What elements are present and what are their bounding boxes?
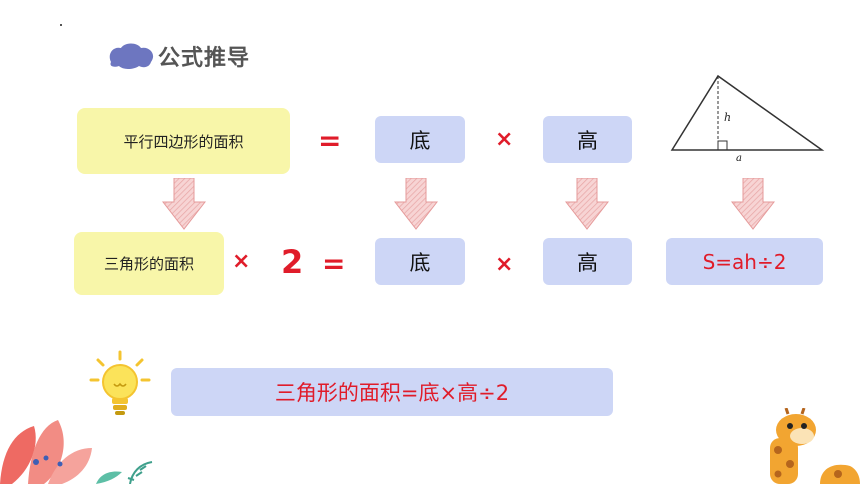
lightbulb-icon	[89, 350, 151, 415]
triangle-h-label: h	[724, 111, 731, 124]
base-label-row2: 底	[409, 250, 431, 275]
conclusion-box: 三角形的面积=底×高÷2	[171, 368, 613, 416]
parallelogram-area-box: 平行四边形的面积	[77, 108, 290, 174]
base-box-row2: 底	[375, 238, 465, 285]
base-box-row1: 底	[375, 116, 465, 163]
section-title: 公式推导	[158, 46, 251, 71]
times-sign-row2: ×	[232, 249, 251, 274]
down-arrow-icon	[565, 178, 609, 230]
times-sign-row2b: ×	[495, 252, 514, 277]
down-arrow-icon	[731, 178, 775, 230]
equals-sign-row2: =	[322, 247, 346, 280]
triangle-area-box: 三角形的面积	[74, 232, 224, 295]
triangle-area-label: 三角形的面积	[103, 255, 194, 273]
height-label-row1: 高	[577, 128, 598, 153]
number-two: 2	[281, 243, 304, 281]
base-label-row1: 底	[409, 128, 431, 153]
parallelogram-area-label: 平行四边形的面积	[123, 132, 244, 151]
triangle-a-label: a	[736, 153, 742, 164]
triangle-formula: S=ah÷2	[702, 249, 787, 274]
triangle-formula-box: S=ah÷2	[666, 238, 823, 285]
height-label-row2: 高	[577, 250, 598, 275]
times-sign-row1: ×	[495, 127, 514, 152]
down-arrow-icon	[162, 178, 206, 230]
corner-dot	[60, 24, 62, 26]
height-box-row2: 高	[543, 238, 632, 285]
triangle-diagram: h a	[670, 74, 825, 164]
height-box-row1: 高	[543, 116, 632, 163]
decorative-leaves-icon	[0, 420, 153, 484]
equals-sign-row1: =	[318, 124, 342, 157]
down-arrow-icon	[394, 178, 438, 230]
cloud-blob-icon	[109, 43, 154, 69]
giraffe-icon	[770, 408, 860, 484]
conclusion-formula: 三角形的面积=底×高÷2	[274, 381, 510, 405]
